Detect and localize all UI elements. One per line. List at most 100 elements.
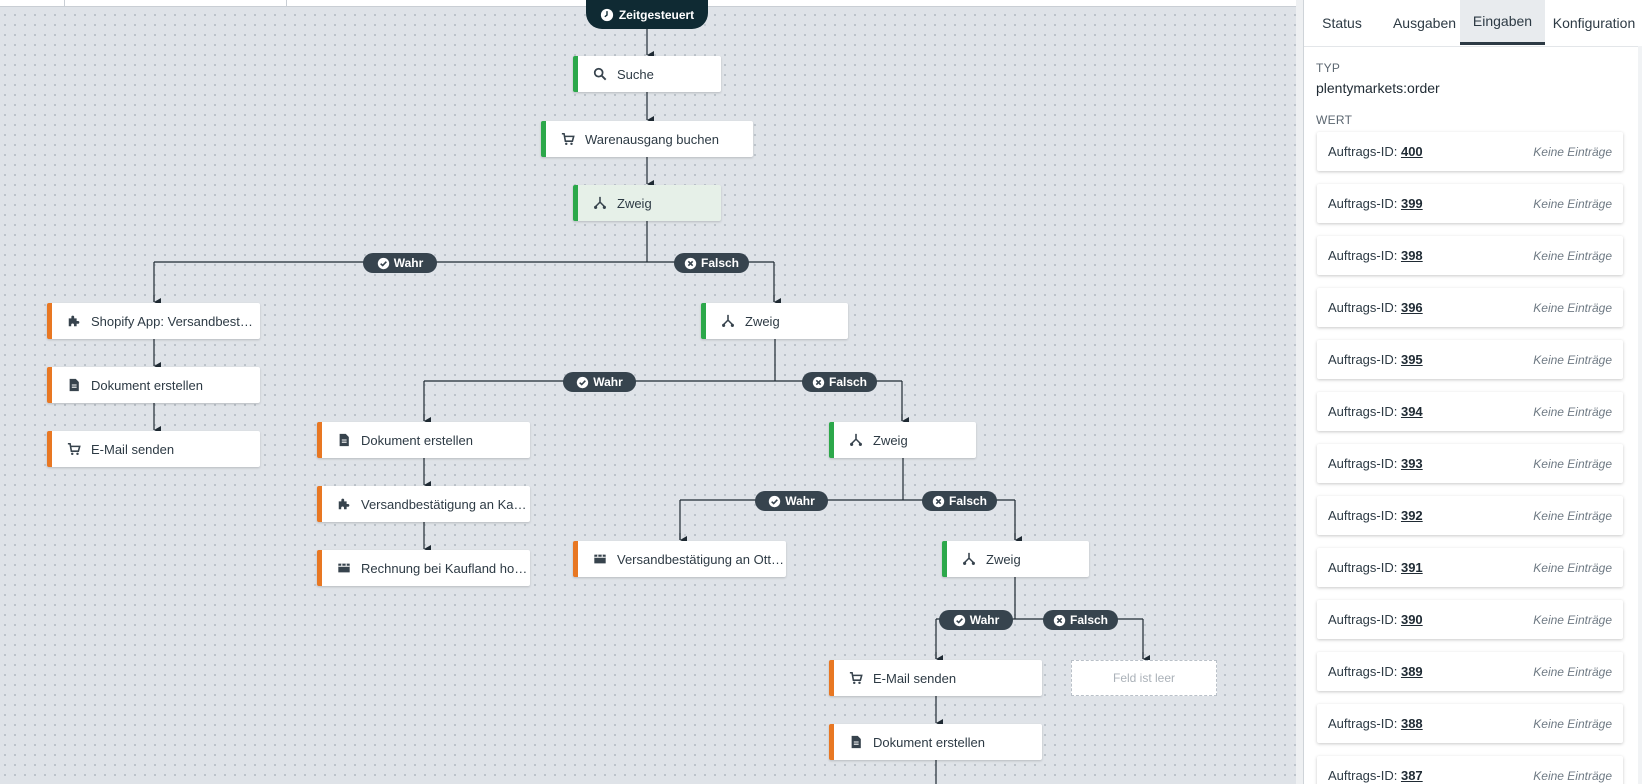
trigger-start-node[interactable]: Zeitgesteuert xyxy=(586,0,708,29)
node-label: Dokument erstellen xyxy=(873,734,985,750)
node-zweig-2[interactable]: Zweig xyxy=(701,303,848,339)
branch-false-label: Falsch xyxy=(922,491,997,511)
entry-status: Keine Einträge xyxy=(1533,768,1612,783)
order-id-label: Auftrags-ID: 389 xyxy=(1328,664,1423,679)
branch-true-label: Wahr xyxy=(939,610,1013,630)
value-heading: WERT xyxy=(1316,113,1353,127)
branch-icon xyxy=(593,196,607,210)
type-value: plentymarkets:order xyxy=(1316,80,1440,96)
order-id-label: Auftrags-ID: 393 xyxy=(1328,456,1423,471)
puzzle-icon xyxy=(337,497,351,511)
order-id-label: Auftrags-ID: 400 xyxy=(1328,144,1423,159)
node-zweig-1[interactable]: Zweig xyxy=(573,185,721,221)
tab-ausgaben[interactable]: Ausgaben xyxy=(1392,14,1457,31)
order-id-link[interactable]: 398 xyxy=(1400,248,1423,263)
canvas-scrollbar[interactable] xyxy=(1296,0,1303,784)
order-id-link[interactable]: 391 xyxy=(1400,560,1423,575)
order-entry[interactable]: Auftrags-ID: 387 Keine Einträge xyxy=(1317,756,1623,784)
node-versand-otto[interactable]: Versandbestätigung an Otto… xyxy=(573,541,786,577)
node-label: Zweig xyxy=(745,313,780,329)
order-id-label: Auftrags-ID: 387 xyxy=(1328,768,1423,783)
order-entry[interactable]: Auftrags-ID: 398 Keine Einträge xyxy=(1317,236,1623,275)
entry-status: Keine Einträge xyxy=(1533,508,1612,523)
order-id-prefix: Auftrags-ID: xyxy=(1328,456,1401,471)
node-label: Zweig xyxy=(617,195,652,211)
node-zweig-3[interactable]: Zweig xyxy=(829,422,976,458)
order-id-label: Auftrags-ID: 394 xyxy=(1328,404,1423,419)
check-circle-icon xyxy=(577,376,589,388)
order-id-link[interactable]: 388 xyxy=(1400,716,1423,731)
branch-true-label: Wahr xyxy=(563,372,636,392)
node-email-2[interactable]: E-Mail senden xyxy=(829,660,1042,696)
panel-scrollbar[interactable] xyxy=(1638,46,1642,784)
order-id-prefix: Auftrags-ID: xyxy=(1328,144,1401,159)
entry-status: Keine Einträge xyxy=(1533,248,1612,263)
node-email-1[interactable]: E-Mail senden xyxy=(47,431,260,467)
node-label: Rechnung bei Kaufland hoc… xyxy=(361,560,530,576)
order-id-link[interactable]: 387 xyxy=(1400,768,1423,783)
order-id-link[interactable]: 393 xyxy=(1400,456,1423,471)
inspector-panel: Status Ausgaben Eingaben Konfiguration T… xyxy=(1303,0,1642,784)
node-warenausgang[interactable]: Warenausgang buchen xyxy=(541,121,753,157)
order-id-prefix: Auftrags-ID: xyxy=(1328,508,1401,523)
empty-slot-placeholder[interactable]: Feld ist leer xyxy=(1071,660,1217,696)
node-label: E-Mail senden xyxy=(873,670,957,686)
tab-status[interactable]: Status xyxy=(1322,14,1362,31)
node-label: Warenausgang buchen xyxy=(585,131,719,147)
order-id-prefix: Auftrags-ID: xyxy=(1328,248,1401,263)
branch-true-label: Wahr xyxy=(363,253,437,273)
node-label: Dokument erstellen xyxy=(91,377,203,393)
store-icon xyxy=(337,561,351,575)
order-entry[interactable]: Auftrags-ID: 389 Keine Einträge xyxy=(1317,652,1623,691)
node-zweig-4[interactable]: Zweig xyxy=(942,541,1089,577)
node-dokument-3[interactable]: Dokument erstellen xyxy=(829,724,1042,760)
order-id-link[interactable]: 400 xyxy=(1400,144,1423,159)
node-label: Versandbestätigung an Kauf… xyxy=(361,496,530,512)
node-label: Zweig xyxy=(986,551,1021,567)
node-dokument-2[interactable]: Dokument erstellen xyxy=(317,422,530,458)
branch-icon xyxy=(721,314,735,328)
node-rechnung-kaufland[interactable]: Rechnung bei Kaufland hoc… xyxy=(317,550,530,586)
search-icon xyxy=(593,67,607,81)
node-shopify[interactable]: Shopify App: Versandbestät… xyxy=(47,303,260,339)
document-icon xyxy=(337,433,351,447)
node-dokument-1[interactable]: Dokument erstellen xyxy=(47,367,260,403)
order-id-link[interactable]: 399 xyxy=(1400,196,1423,211)
puzzle-icon xyxy=(67,314,81,328)
order-id-link[interactable]: 396 xyxy=(1400,300,1423,315)
order-id-link[interactable]: 395 xyxy=(1400,352,1423,367)
order-id-prefix: Auftrags-ID: xyxy=(1328,560,1401,575)
tab-eingaben[interactable]: Eingaben xyxy=(1460,0,1545,45)
order-id-label: Auftrags-ID: 395 xyxy=(1328,352,1423,367)
node-versand-kaufland[interactable]: Versandbestätigung an Kauf… xyxy=(317,486,530,522)
workflow-canvas[interactable]: Zeitgesteuert Suche Warenausgang buchen … xyxy=(0,0,1303,784)
order-id-link[interactable]: 394 xyxy=(1400,404,1423,419)
order-entry[interactable]: Auftrags-ID: 393 Keine Einträge xyxy=(1317,444,1623,483)
order-id-label: Auftrags-ID: 398 xyxy=(1328,248,1423,263)
branch-false-label: Falsch xyxy=(1043,610,1118,630)
order-id-prefix: Auftrags-ID: xyxy=(1328,664,1401,679)
order-id-prefix: Auftrags-ID: xyxy=(1328,612,1401,627)
order-entry[interactable]: Auftrags-ID: 392 Keine Einträge xyxy=(1317,496,1623,535)
entry-status: Keine Einträge xyxy=(1533,664,1612,679)
order-id-link[interactable]: 389 xyxy=(1400,664,1423,679)
entry-status: Keine Einträge xyxy=(1533,300,1612,315)
order-id-label: Auftrags-ID: 399 xyxy=(1328,196,1423,211)
order-id-link[interactable]: 390 xyxy=(1400,612,1423,627)
tab-konfiguration[interactable]: Konfiguration xyxy=(1552,14,1636,31)
order-id-link[interactable]: 392 xyxy=(1400,508,1423,523)
x-circle-icon xyxy=(932,495,945,507)
check-circle-icon xyxy=(377,257,389,269)
node-suche[interactable]: Suche xyxy=(573,56,721,92)
order-id-prefix: Auftrags-ID: xyxy=(1328,716,1401,731)
toolbar-segment xyxy=(64,0,287,6)
entry-status: Keine Einträge xyxy=(1533,456,1612,471)
